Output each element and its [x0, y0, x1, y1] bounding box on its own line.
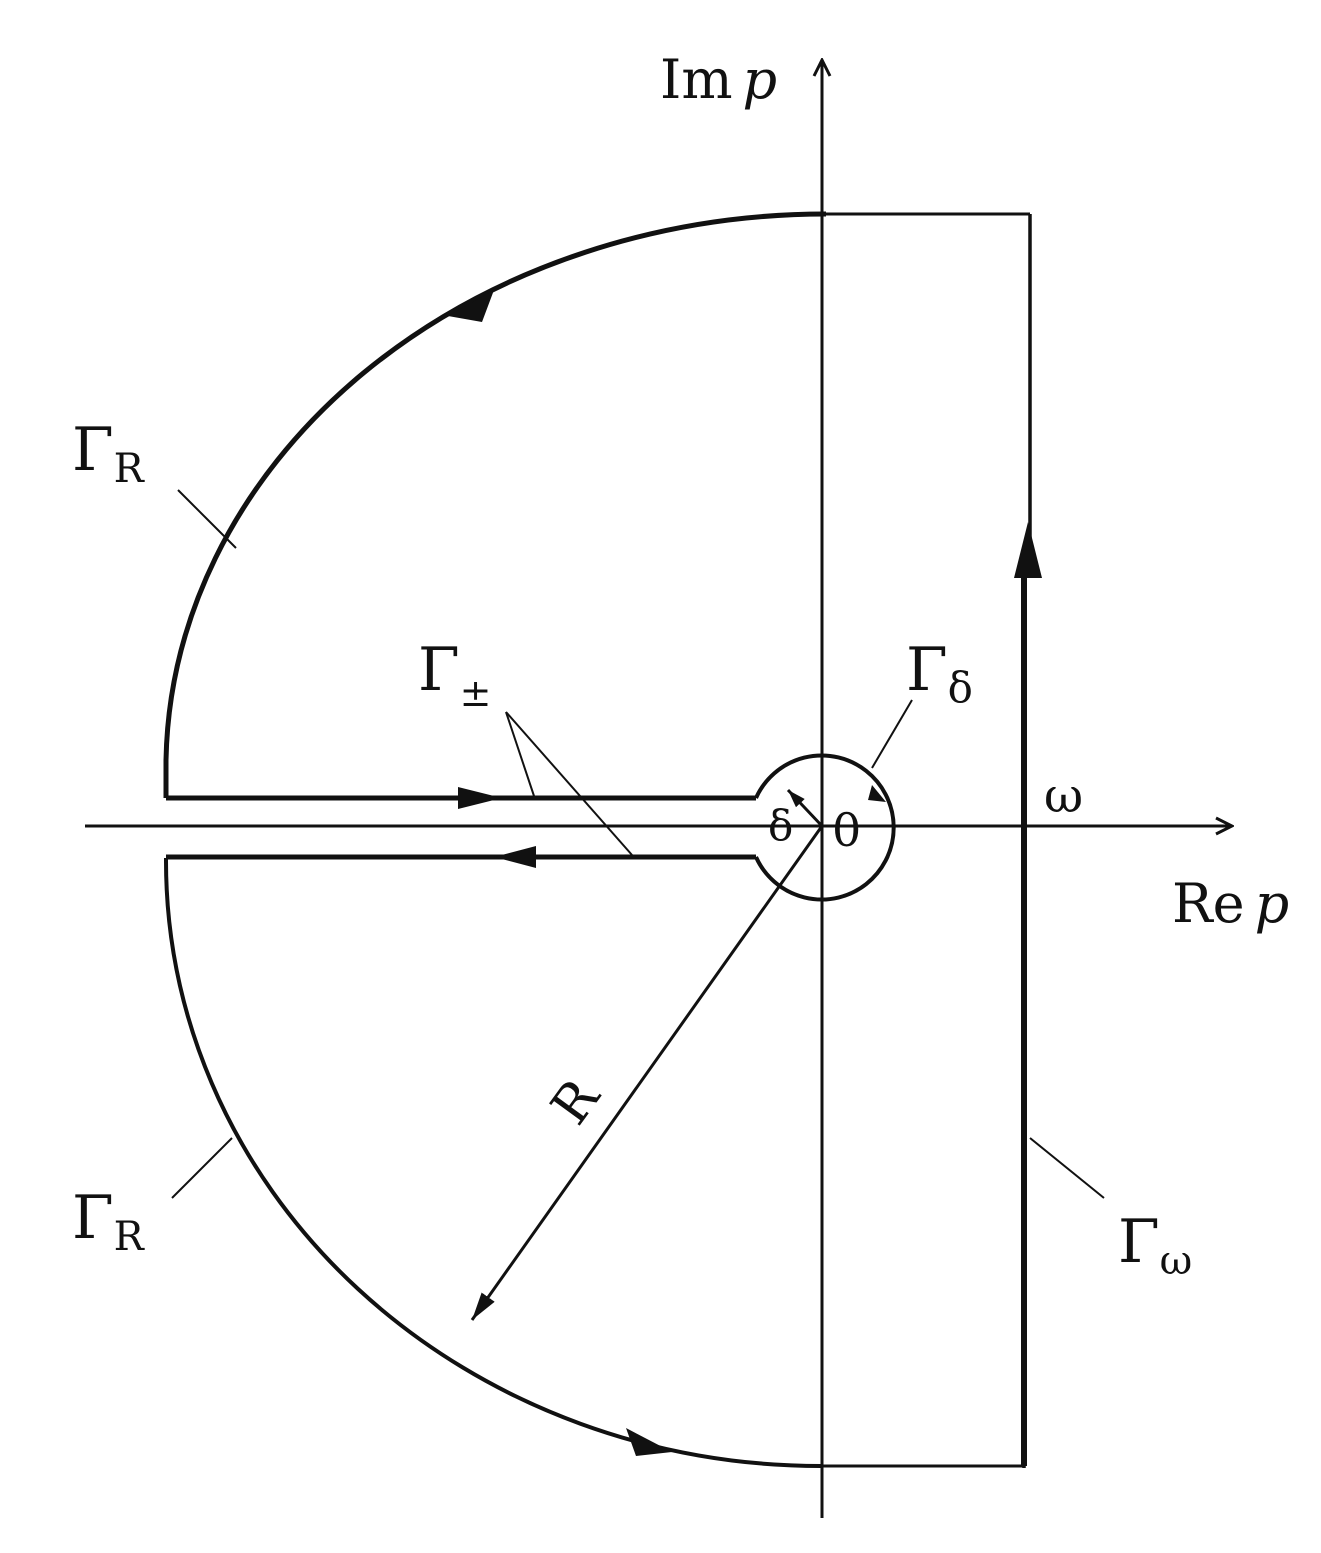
leader-gamma-r-upper [177, 489, 237, 549]
gamma-r-upper-label: ΓR [72, 415, 146, 492]
upper-arc-gamma-r [163, 211, 827, 798]
gamma-r-lower-label: ΓR [72, 1183, 146, 1260]
omega-label: ω [1044, 768, 1083, 824]
slit-lower-arrow [494, 846, 536, 868]
origin-label: 0 [832, 803, 861, 857]
lower-arc-arrow [626, 1428, 672, 1456]
upper-arc-arrow [448, 290, 494, 322]
leader-gamma-pm-2 [505, 711, 633, 856]
delta-label: δ [768, 801, 793, 850]
gamma-omega-label: Γω [1118, 1207, 1192, 1284]
leader-gamma-delta [871, 699, 913, 769]
radius-r-line [470, 825, 824, 1321]
radius-r-label: R [540, 1067, 613, 1135]
radius-delta-line [786, 788, 824, 828]
circle-arrow [868, 785, 886, 802]
leader-gamma-pm-1 [505, 711, 535, 797]
gamma-omega-arrow [1014, 522, 1042, 578]
keyhole-circle-gamma-delta [754, 753, 896, 902]
gamma-pm-label: Γ± [418, 635, 491, 715]
slit-upper-arrow [458, 787, 502, 809]
lower-arc-gamma-r [163, 858, 823, 1469]
gamma-delta-label: Γδ [906, 635, 973, 712]
leader-gamma-omega [1029, 1137, 1105, 1199]
leader-gamma-r-lower [171, 1137, 233, 1199]
